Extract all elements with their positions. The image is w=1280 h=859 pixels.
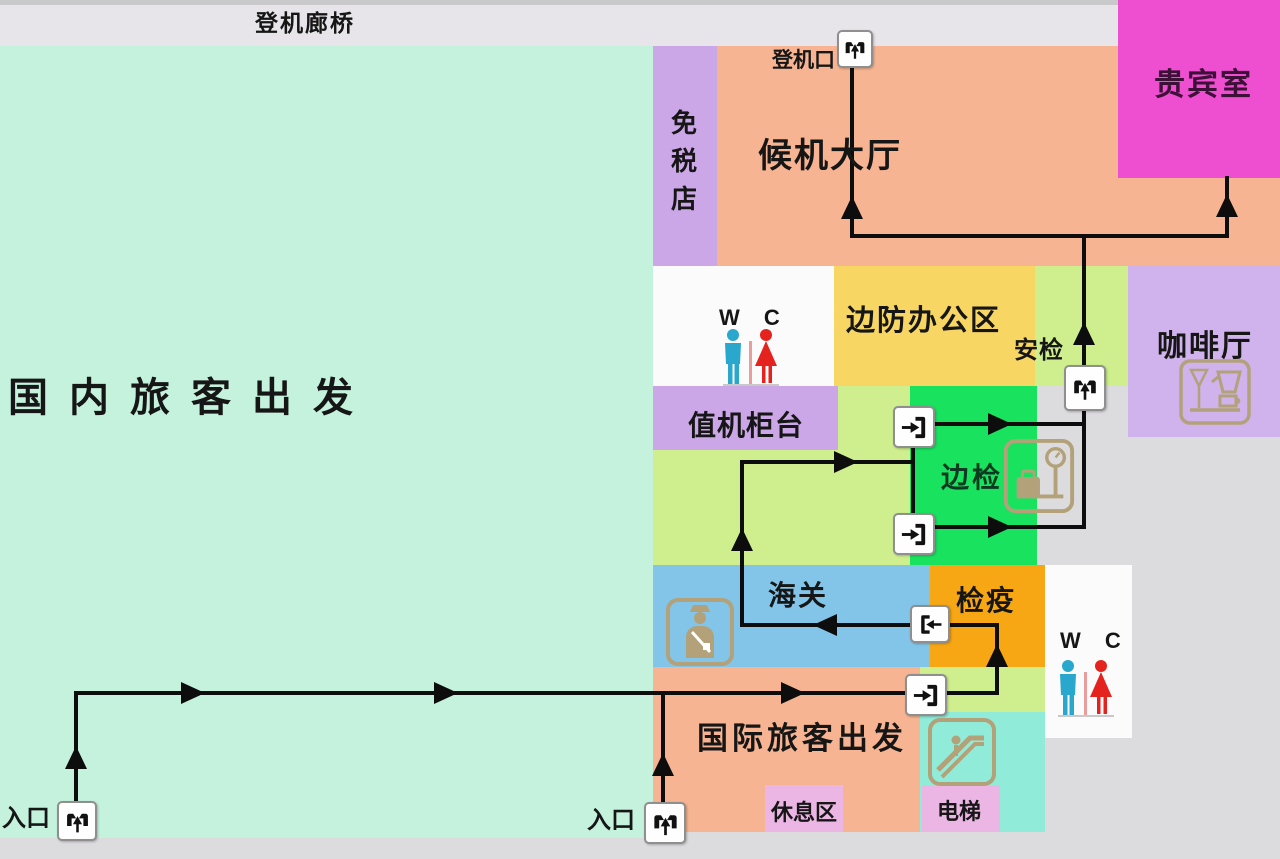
boarding-gate-label: 登机口 [772,49,835,72]
zone-vip-room [1118,0,1280,178]
flow-arrow-up [986,644,1008,667]
zone-rest-area [765,785,843,832]
door-enter-right-icon [893,513,935,555]
path-doors-connector [911,420,915,535]
entrance-international-label: 入口 [587,807,635,834]
boarding-bridge-label: 登机廊桥 [255,10,355,36]
flow-arrow-right [781,682,805,704]
flow-arrow-right [834,451,858,473]
coffee-service-icon [1178,358,1252,431]
flow-arrow-left [813,614,837,636]
customs-officer-icon [664,596,736,673]
wc-figures-upper [719,328,783,391]
path-gate-vertical [850,60,854,236]
flow-arrow-up [65,746,87,769]
zone-border-office [834,266,1035,387]
border-inspection-label: 边检 [941,462,1004,493]
door-enter-right-icon [893,406,935,448]
international-departure-label: 国际旅客出发 [697,721,907,756]
zone-departure-hall-right [1118,178,1280,266]
elevator-label: 电梯 [937,799,982,824]
path-security-below [1082,403,1086,529]
path-entrance2-vertical [661,693,665,805]
path-checkin-horizontal [740,460,915,464]
zone-toilet-lower [1045,565,1132,738]
border-office-label: 边防办公区 [846,305,1002,337]
zone-elevator [922,785,1000,832]
security-check-label: 安检 [1014,337,1064,364]
boarding-gate-icon [837,30,873,68]
wc-figures-lower [1054,658,1118,723]
wc-woman-icon [760,329,772,341]
baggage-scale-icon [1002,438,1076,519]
departure-hall-label: 候机大厅 [758,137,902,175]
zone-departure-hall [717,46,1118,266]
entrance-domestic-label: 入口 [2,805,50,832]
wc-lower-label: W C [1060,628,1130,653]
flow-arrow-up [1073,322,1095,345]
wc-man-icon [727,329,739,341]
zone-duty-free [653,46,717,266]
customs-label: 海关 [768,580,829,611]
vip-room-label: 贵宾室 [1154,67,1253,102]
flow-arrow-right [181,682,205,704]
flow-arrow-right [988,516,1012,538]
path-bottom-horizontal [74,691,999,695]
wc-upper-label: W C [719,305,789,330]
zone-check-in-counter [653,386,838,450]
flow-arrow-up [841,196,863,219]
zone-toilet-upper [653,266,834,386]
path-customs-horizontal [740,623,997,627]
wc-woman-icon [1095,660,1107,672]
escalator-icon [926,716,998,793]
duty-free-label: 免税店 [671,108,698,214]
flow-arrow-up [731,528,753,551]
rest-area-label: 休息区 [771,800,838,825]
domestic-departure-label: 国内旅客出发 [8,376,374,420]
coffee-shop-label: 咖啡厅 [1157,330,1253,363]
security-gate-icon [1064,365,1106,411]
wc-man-icon [1062,660,1074,672]
boarding-bridge-bar [0,5,1118,46]
door-enter-right-icon [905,674,947,716]
flow-arrow-right [988,413,1012,435]
entrance-gate-icon [644,802,686,844]
flow-arrow-up [652,753,674,776]
door-exit-left-icon [910,605,950,643]
flow-arrow-right [434,682,458,704]
top-edge-strip [0,0,1118,5]
flow-arrow-up [1216,194,1238,217]
zone-domestic-departure [0,46,653,838]
check-in-counter-label: 值机柜台 [688,410,805,441]
quarantine-label: 检疫 [956,585,1017,616]
path-hall-horizontal [850,234,1229,238]
entrance-gate-icon [57,801,97,841]
path-security-above [1082,234,1086,367]
